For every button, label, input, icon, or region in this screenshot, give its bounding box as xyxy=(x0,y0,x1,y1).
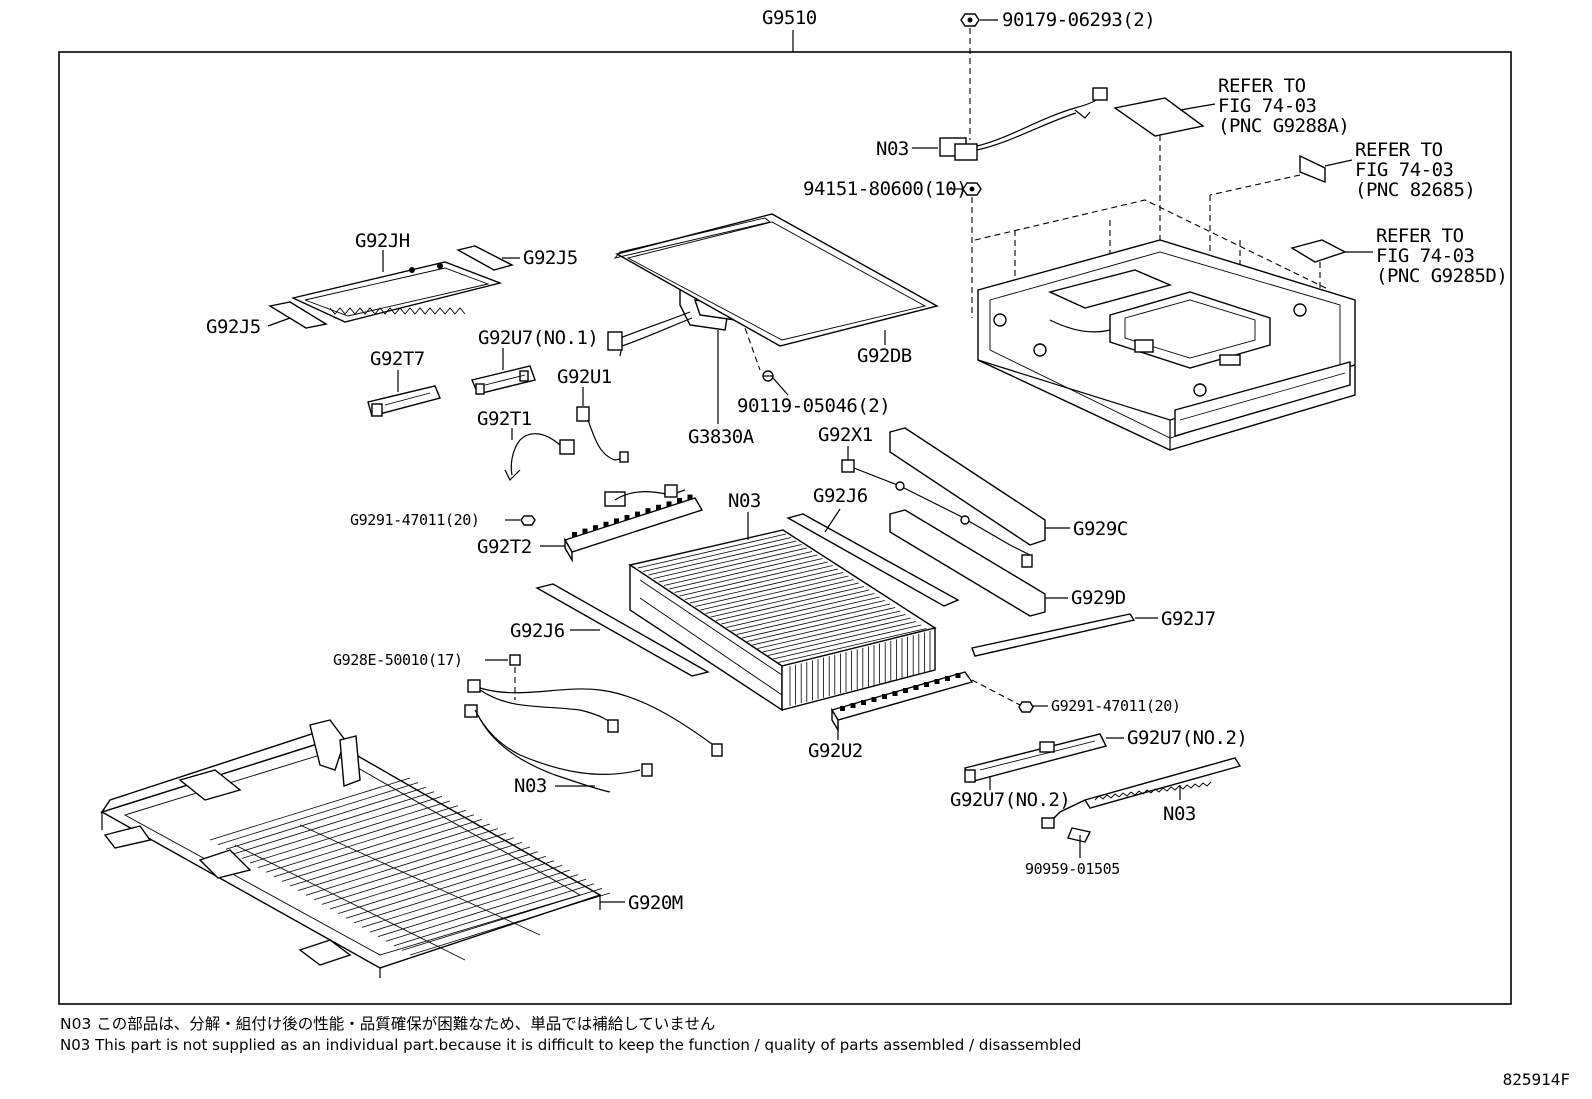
g929c-plate xyxy=(889,427,1046,546)
screw-90119-label: 90119-05046(2) xyxy=(737,395,890,417)
n03-battery-stack xyxy=(628,529,937,712)
g92j5-right-strip xyxy=(456,245,514,271)
g92x1-label: G92X1 xyxy=(818,424,873,446)
g92j7-label: G92J7 xyxy=(1161,608,1216,630)
g92u1-sensor xyxy=(576,406,629,463)
refer1-line2: FIG 74-03 xyxy=(1218,95,1317,117)
n03-top-label: N03 xyxy=(876,138,909,160)
g92u7-no2-right-label: G92U7(NO.2) xyxy=(1127,727,1247,749)
refer3-line3: (PNC G9285D) xyxy=(1376,265,1507,287)
g92u2-label: G92U2 xyxy=(808,740,863,762)
figure-id: 825914F xyxy=(1502,1070,1570,1089)
bolt-cover-icon xyxy=(962,182,982,196)
g92u7-no2-bracket xyxy=(964,733,1108,783)
g92u1-label: G92U1 xyxy=(557,366,612,388)
refer1-line3: (PNC G9288A) xyxy=(1218,115,1349,137)
refer2-line1: REFER TO xyxy=(1355,139,1443,161)
bolt-cover-label: 94151-80600(10) xyxy=(803,178,967,200)
g92t7-label: G92T7 xyxy=(370,348,425,370)
g92u7-no2-left-label: G92U7(NO.2) xyxy=(950,789,1070,811)
assembly-label: G9510 xyxy=(762,7,817,29)
bolt-90959-label: 90959-01505 xyxy=(1025,860,1120,878)
refer-plate-2 xyxy=(1299,154,1326,184)
refer2-line3: (PNC 82685) xyxy=(1355,179,1475,201)
g92j6-lower-label: G92J6 xyxy=(510,620,565,642)
g920m-label: G920M xyxy=(628,892,683,914)
clip-g928e-icon xyxy=(509,654,521,666)
g92j6-upper-label: G92J6 xyxy=(813,485,868,507)
assembly-frame xyxy=(58,51,1512,1005)
refer3-line2: FIG 74-03 xyxy=(1376,245,1475,267)
n03-busbar-right xyxy=(1041,757,1242,829)
g92t2-bus-bar xyxy=(563,484,704,563)
nut-g9291-right-label: G9291-47011(20) xyxy=(1051,697,1180,715)
note-japanese: N03 この部品は、分解・組付け後の性能・品質確保が困難なため、単品では補給して… xyxy=(60,1015,716,1033)
nut-top-icon xyxy=(960,13,980,27)
g92j6-upper-strip xyxy=(786,513,960,607)
g92u7-no1-label: G92U7(NO.1) xyxy=(478,327,598,349)
g92j5-left-label: G92J5 xyxy=(206,316,261,338)
nut-g9291-right-icon xyxy=(1018,701,1034,713)
g92u7-no1-bracket xyxy=(471,365,536,395)
bolt-90959-icon xyxy=(1067,827,1092,845)
g929c-label: G929C xyxy=(1073,518,1128,540)
g92t7-bracket xyxy=(367,385,441,417)
screw-90119-icon xyxy=(762,370,774,382)
g92db-gasket xyxy=(613,213,939,347)
note-english: N03 This part is not supplied as an indi… xyxy=(60,1036,1082,1054)
clip-g928e-label: G928E-50010(17) xyxy=(333,651,462,669)
g92j5-left-strip xyxy=(268,301,328,329)
g92t2-label: G92T2 xyxy=(477,536,532,558)
refer1-line1: REFER TO xyxy=(1218,75,1306,97)
g92jh-label: G92JH xyxy=(355,230,410,252)
nut-g9291-left-label: G9291-47011(20) xyxy=(350,511,479,529)
n03-lower-harness xyxy=(464,679,723,793)
g92u2-bus-bar xyxy=(830,671,974,733)
g92j6-lower-strip xyxy=(535,583,710,677)
top-harness xyxy=(939,87,1108,161)
refer3-line1: REFER TO xyxy=(1376,225,1464,247)
g92j7-strip xyxy=(971,613,1136,657)
upper-case xyxy=(977,239,1356,451)
nut-top-label: 90179-06293(2) xyxy=(1002,9,1155,31)
g92db-label: G92DB xyxy=(857,345,912,367)
n03-harness-label: N03 xyxy=(514,775,547,797)
n03-stack-label: N03 xyxy=(728,490,761,512)
g929d-plate xyxy=(889,509,1046,617)
g3830a-label: G3830A xyxy=(688,426,755,448)
g92j5-right-label: G92J5 xyxy=(523,247,578,269)
g92t1-sensor xyxy=(504,433,575,482)
g929d-label: G929D xyxy=(1071,587,1126,609)
g92jh-plate xyxy=(290,261,503,323)
g92t1-label: G92T1 xyxy=(477,408,532,430)
refer-plate-3 xyxy=(1290,239,1347,263)
nut-g9291-left-icon xyxy=(520,515,536,526)
n03-busbar-label: N03 xyxy=(1163,803,1196,825)
g920m-lower-tray xyxy=(100,719,611,978)
refer2-line2: FIG 74-03 xyxy=(1355,159,1454,181)
refer-plate-1 xyxy=(1113,97,1205,137)
